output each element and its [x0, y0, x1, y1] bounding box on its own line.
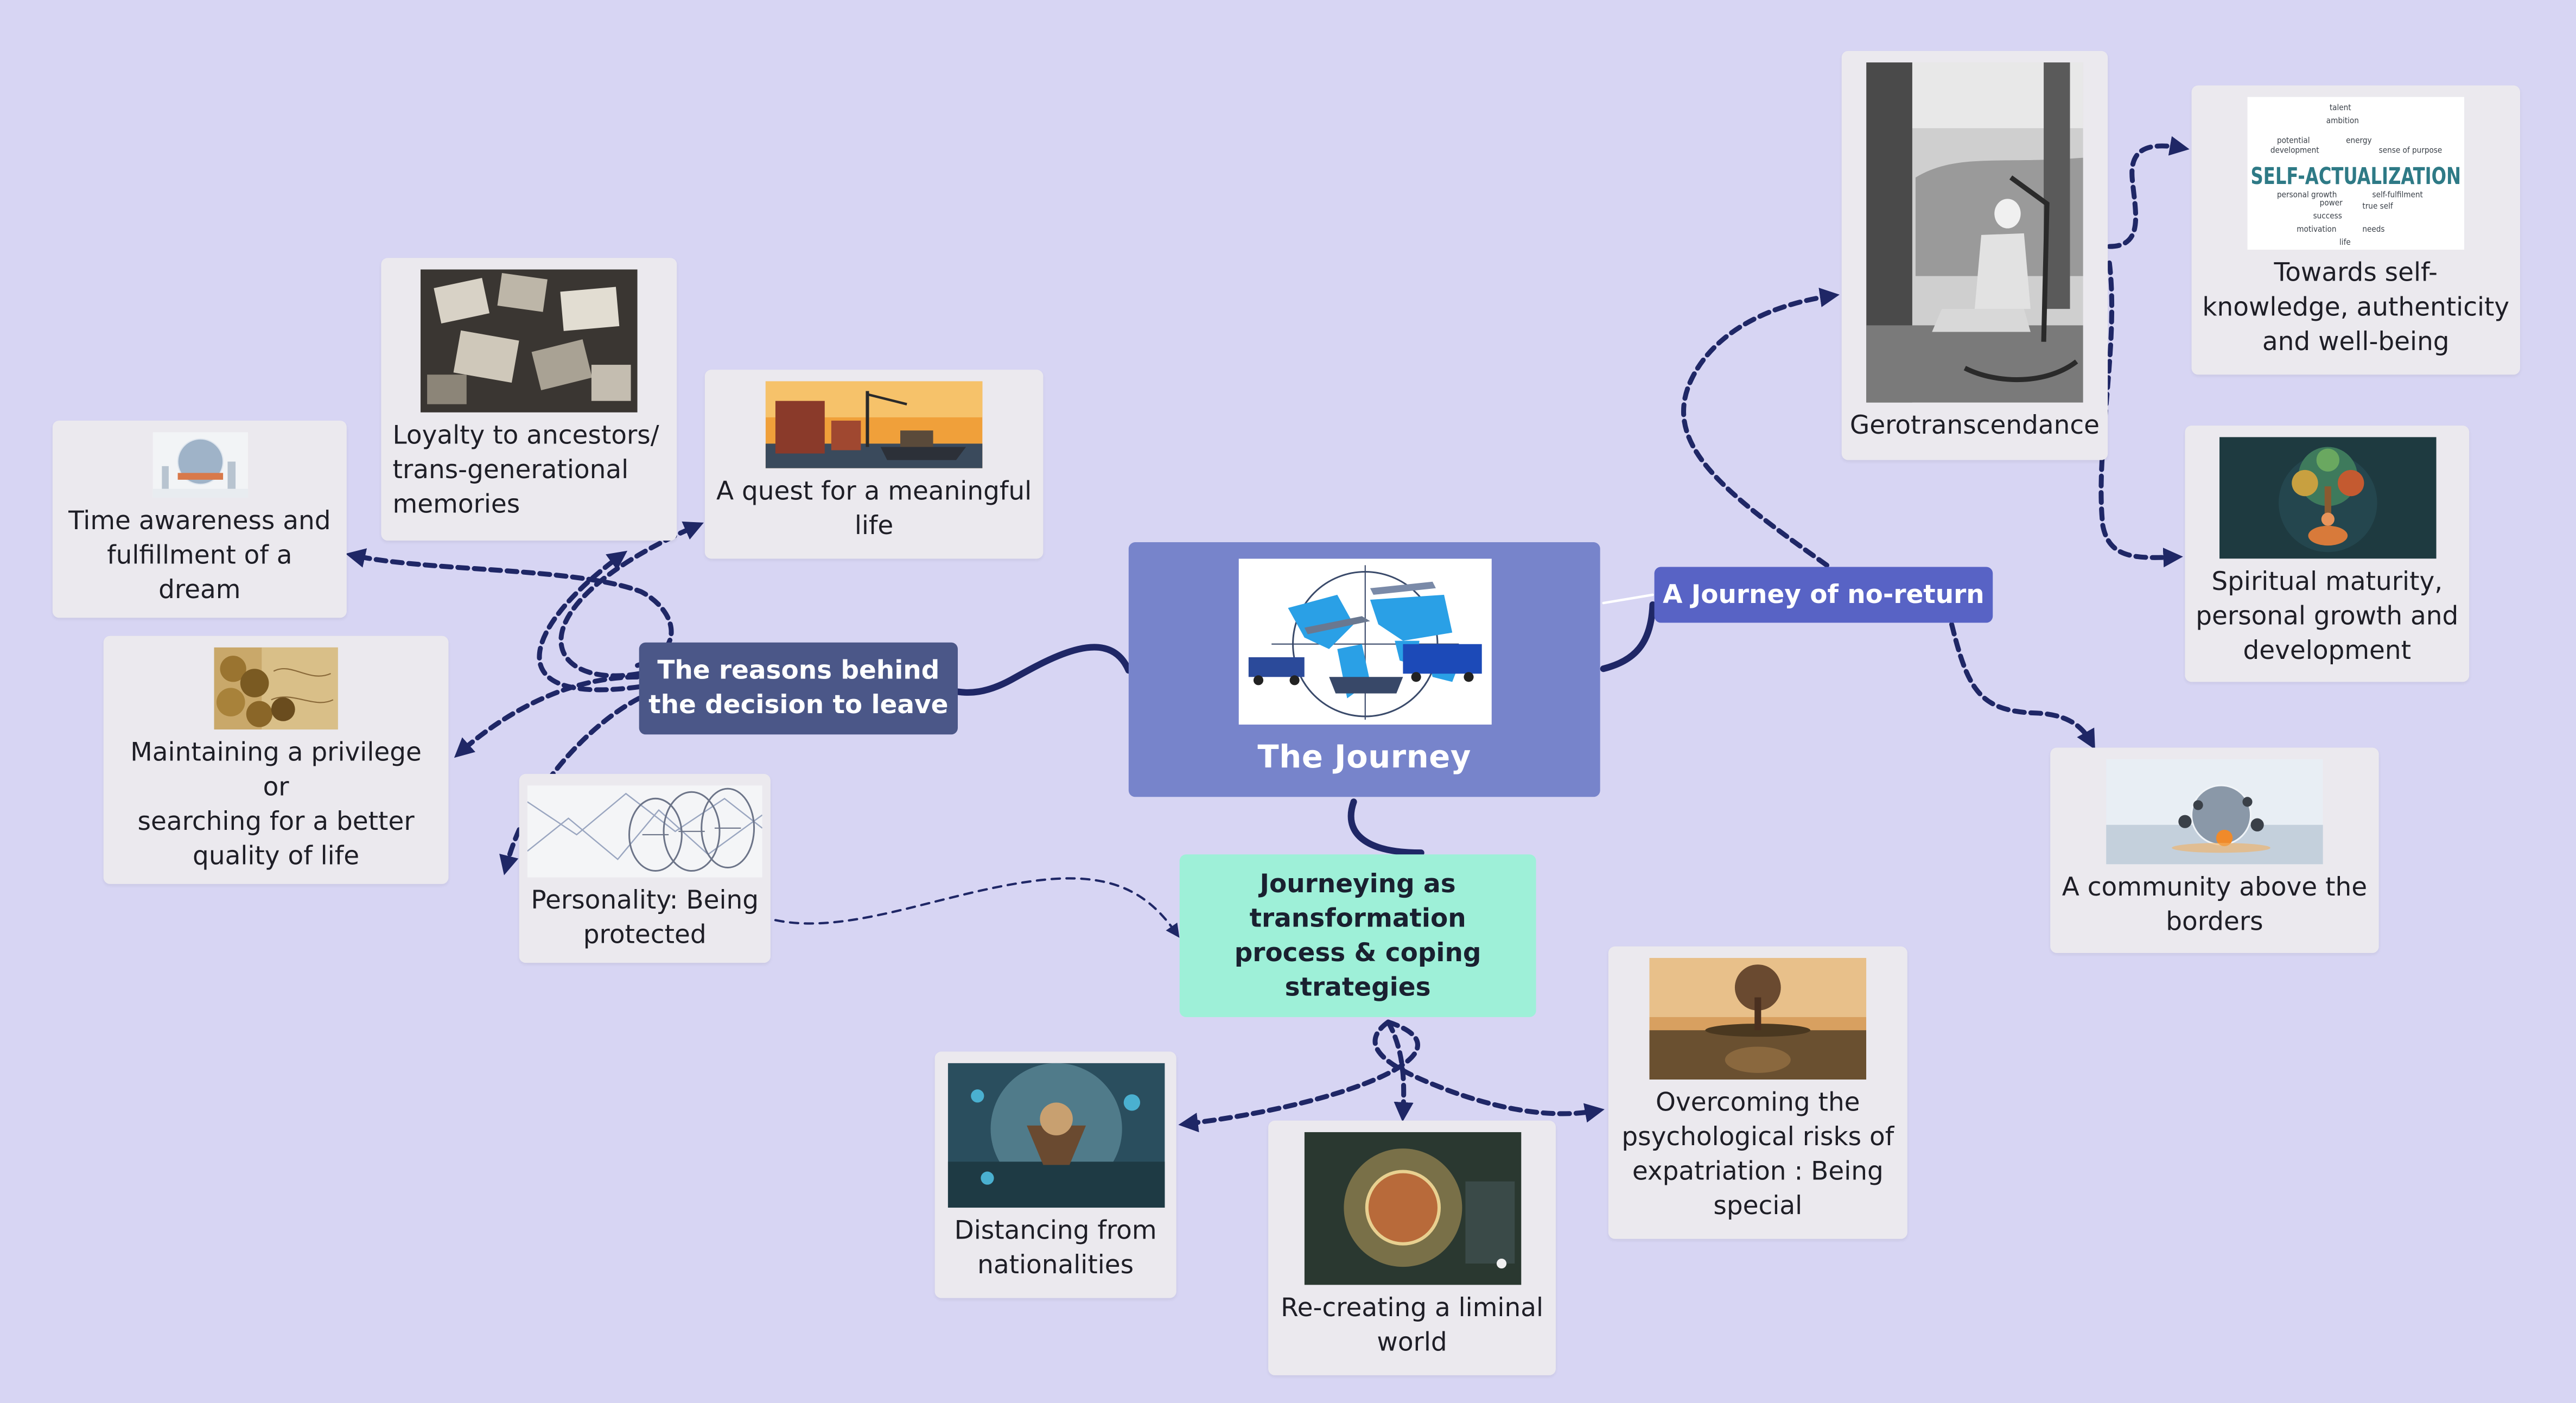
wordcloud-word: needs	[2362, 224, 2384, 234]
wireframe-faces-image	[527, 785, 762, 878]
topic-distancing-label: Distancing from nationalities	[954, 1216, 1157, 1280]
branch-no-return[interactable]: A Journey of no-return	[1654, 567, 1993, 623]
connector-personality-transformation	[774, 877, 1180, 938]
self-actualization-wordcloud-image: talent ambition potential energy develop…	[2247, 97, 2465, 250]
wordcloud-title: SELF-ACTUALIZATION	[2251, 163, 2461, 189]
coins-map-image	[214, 647, 338, 730]
floating-island-image	[947, 1063, 1164, 1208]
topic-time-awareness[interactable]: Time awareness and fulfillment of a drea…	[52, 421, 347, 618]
wordcloud-word: ambition	[2326, 116, 2359, 125]
wordcloud-word: life	[2339, 237, 2351, 247]
connector-central-reasons	[954, 644, 1132, 696]
cargo-port-image	[765, 381, 983, 468]
topic-quest-label: A quest for a meaningful life	[716, 476, 1032, 541]
topic-personality[interactable]: Personality: Being protected	[519, 773, 771, 963]
connector-self-knowledge	[2107, 136, 2190, 249]
globe-city-image	[152, 432, 247, 498]
branch-transformation-label: Journeying as transformation process & c…	[1234, 868, 1481, 1002]
topic-privilege-label: Maintaining a privilege or searching for…	[130, 738, 422, 871]
cosmic-orb-image	[1303, 1132, 1521, 1285]
wordcloud-word: success	[2313, 211, 2342, 221]
wordcloud-word: sense of purpose	[2379, 145, 2443, 155]
connector-stub-noreturn	[1602, 593, 1654, 605]
topic-self-knowledge-label: Towards self- knowledge, authenticity an…	[2202, 258, 2510, 357]
connector-personality	[499, 696, 642, 875]
topic-self-knowledge[interactable]: talent ambition potential energy develop…	[2191, 85, 2521, 375]
wordcloud-word: motivation	[2297, 224, 2336, 234]
topic-loyalty-label: Loyalty to ancestors/ trans-generational…	[392, 421, 659, 519]
connector-quest	[558, 521, 704, 678]
branch-no-return-label: A Journey of no-return	[1663, 580, 1985, 610]
topic-time-awareness-label: Time awareness and fulfillment of a drea…	[68, 506, 331, 605]
old-photographs-image	[421, 269, 638, 412]
wordcloud-word: self-fulfilment	[2373, 189, 2424, 199]
central-node-label: The Journey	[1257, 739, 1472, 776]
wordcloud-word: power	[2320, 198, 2343, 207]
wordcloud-word: energy	[2346, 135, 2371, 145]
topic-spiritual-label: Spiritual maturity, personal growth and …	[2196, 567, 2459, 666]
topic-spiritual[interactable]: Spiritual maturity, personal growth and …	[2185, 426, 2470, 682]
topic-community[interactable]: A community above the borders	[2050, 747, 2379, 953]
wordcloud-word: personal growth	[2277, 189, 2337, 199]
wordcloud-word: talent	[2330, 103, 2351, 112]
topic-loyalty[interactable]: Loyalty to ancestors/ trans-generational…	[381, 258, 677, 541]
topic-privilege[interactable]: Maintaining a privilege or searching for…	[103, 636, 449, 884]
connector-community	[1949, 621, 2095, 750]
connector-spiritual	[2098, 260, 2183, 568]
wordcloud-word: development	[2270, 145, 2319, 155]
wordcloud-word: true self	[2362, 201, 2393, 211]
topic-gerotranscendance[interactable]: Gerotranscendance	[1841, 50, 2108, 460]
topic-community-label: A community above the borders	[2062, 872, 2368, 937]
connector-overcoming	[1372, 1019, 1605, 1123]
topic-overcoming[interactable]: Overcoming the psychological risks of ex…	[1608, 946, 1907, 1239]
topic-liminal-label: Re-creating a liminal world	[1281, 1293, 1544, 1357]
topic-overcoming-label: Overcoming the psychological risks of ex…	[1621, 1088, 1894, 1221]
branch-reasons-label: The reasons behind the decision to leave	[648, 655, 949, 720]
connector-distancing	[1178, 1019, 1420, 1133]
branch-reasons[interactable]: The reasons behind the decision to leave	[639, 642, 958, 735]
connector-central-noreturn	[1600, 601, 1656, 672]
wordcloud-word: potential	[2277, 135, 2310, 145]
topic-personality-label: Personality: Being protected	[531, 885, 759, 950]
connector-time-awareness	[345, 548, 674, 668]
meditation-tree-image	[2218, 437, 2436, 559]
connector-privilege	[454, 674, 640, 758]
rocking-chair-man-image	[1866, 62, 2083, 403]
world-transport-image	[1238, 558, 1491, 725]
topic-quest[interactable]: A quest for a meaningful life	[704, 370, 1044, 559]
connector-loyalty	[537, 550, 642, 693]
tree-reflection-image	[1649, 957, 1867, 1080]
topic-liminal[interactable]: Re-creating a liminal world	[1268, 1120, 1556, 1375]
branch-transformation[interactable]: Journeying as transformation process & c…	[1179, 854, 1536, 1017]
globe-network-image	[2106, 759, 2323, 865]
topic-distancing[interactable]: Distancing from nationalities	[934, 1051, 1176, 1298]
connector-central-transformation	[1347, 798, 1424, 856]
topic-gerotranscendance-label: Gerotranscendance	[1849, 410, 2100, 441]
central-node[interactable]: The Journey	[1128, 542, 1600, 797]
connector-gerotranscendance	[1681, 288, 1840, 568]
